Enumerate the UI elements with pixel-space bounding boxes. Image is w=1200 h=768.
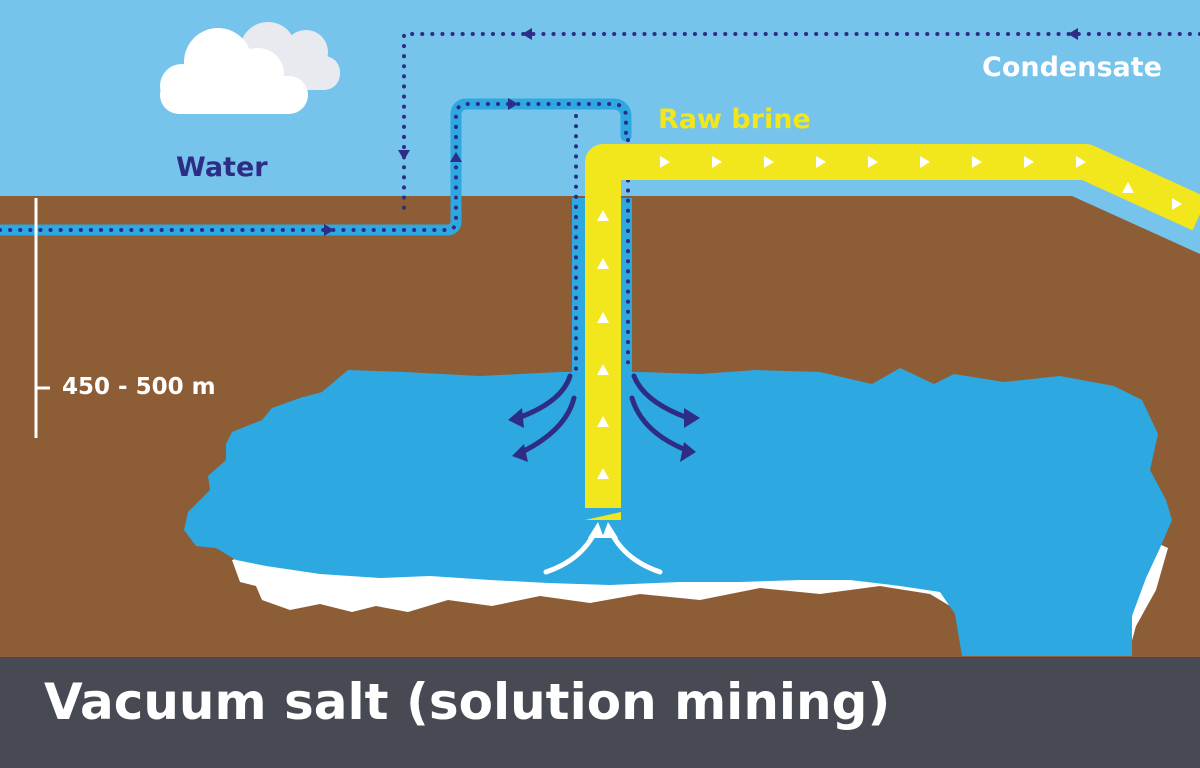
inflow-arrowheads — [588, 522, 618, 538]
raw-brine-pipe — [585, 144, 1200, 508]
water-inlet-line — [0, 98, 632, 236]
raw-brine-pipe-outline — [585, 512, 621, 520]
depth-label: 450 - 500 m — [62, 374, 216, 400]
flow-arrow-icon — [324, 28, 1078, 236]
title-bar: Vacuum salt (solution mining) — [0, 657, 1200, 768]
depth-scale — [34, 198, 50, 438]
outflow-arrows — [515, 373, 691, 455]
raw-brine-label: Raw brine — [658, 104, 811, 135]
page-title: Vacuum salt (solution mining) — [44, 673, 891, 731]
outflow-arrowheads — [508, 408, 700, 462]
triangle-marker-icon — [597, 156, 1182, 479]
cloud-icon — [160, 22, 340, 114]
water-label: Water — [176, 152, 268, 183]
condensate-label: Condensate — [982, 52, 1162, 83]
cavern — [184, 368, 1172, 656]
